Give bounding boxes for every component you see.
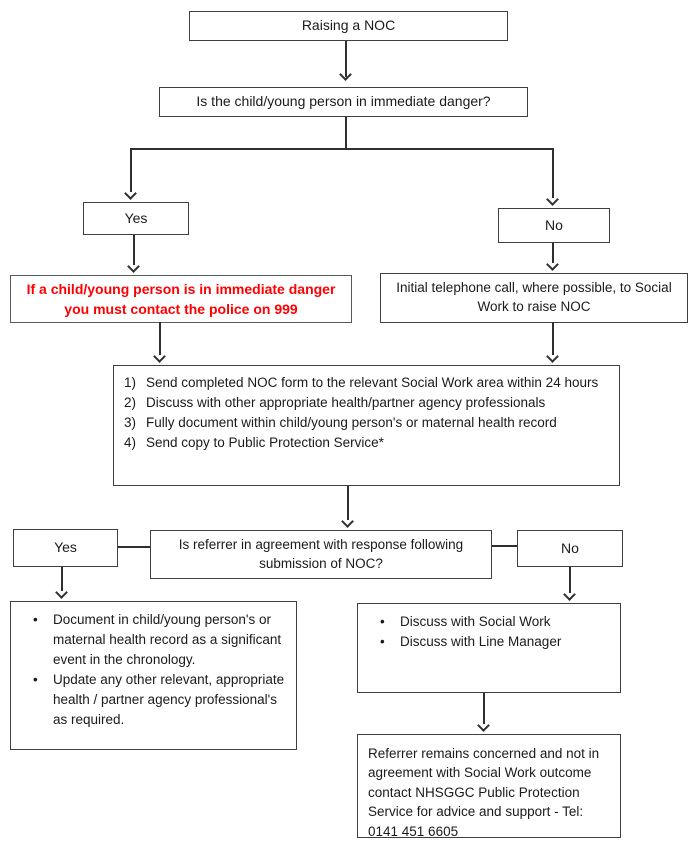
list-number: 1)	[124, 375, 137, 390]
no-agreement-label: No	[561, 539, 579, 556]
node-agreement-no-actions: • Discuss with Social Work • Discuss with L…	[357, 603, 621, 693]
connector-line	[345, 41, 347, 77]
connector-line	[345, 117, 347, 149]
connector-line	[552, 148, 554, 198]
connector-line	[483, 693, 485, 724]
node-yes-immediate: Yes	[83, 202, 189, 235]
list-item: • Document in child/young person's or mat…	[27, 610, 288, 670]
connector-line	[569, 567, 571, 593]
yes-immediate-label: Yes	[124, 209, 148, 226]
node-raising-noc: Raising a NOC	[189, 11, 508, 41]
bullet-icon: •	[33, 612, 38, 627]
node-agreement-yes-actions: • Document in child/young person's or mat…	[10, 601, 297, 750]
list-item: 3) Fully document within child/young pers…	[124, 413, 609, 433]
agreement-question-label: Is referrer in agreement with response f…	[178, 536, 464, 571]
list-item: • Discuss with Social Work	[374, 612, 612, 632]
bullet-icon: •	[33, 671, 38, 687]
arrowhead-down-icon	[124, 187, 137, 200]
node-initial-call: Initial telephone call, where possible, …	[380, 273, 688, 323]
list-item-label: Document in child/young person's or mate…	[53, 612, 282, 667]
connector-line	[131, 148, 554, 150]
node-agreement-question: Is referrer in agreement with response f…	[150, 530, 492, 579]
node-police-warning: If a child/young person is in immediate …	[10, 275, 352, 323]
escalation-label: Referrer remains concerned and not in ag…	[368, 746, 600, 839]
connector-line	[347, 486, 349, 520]
list-item: 4) Send copy to Public Protection Service…	[124, 433, 609, 453]
connector-line	[552, 243, 554, 263]
bullet-icon: •	[380, 633, 385, 649]
node-no-agreement: No	[517, 530, 623, 567]
list-item: • Update any other relevant, appropriate …	[27, 670, 288, 730]
connector-line	[492, 545, 517, 547]
list-item-label: Discuss with other appropriate health/pa…	[146, 394, 546, 410]
connector-line	[61, 567, 63, 591]
node-raising-noc-label: Raising a NOC	[301, 17, 396, 34]
arrowhead-down-icon	[546, 258, 559, 271]
connector-line	[130, 148, 132, 192]
list-item-label: Discuss with Line Manager	[400, 633, 562, 649]
list-item: • Discuss with Line Manager	[374, 632, 612, 652]
arrowhead-down-icon	[563, 588, 576, 601]
list-item: 1) Send completed NOC form to the relevan…	[124, 373, 609, 393]
police-warning-label: If a child/young person is in immediate …	[26, 280, 336, 317]
arrowhead-down-icon	[153, 350, 166, 363]
node-noc-actions: 1) Send completed NOC form to the relevan…	[113, 365, 620, 486]
node-immediate-danger-question: Is the child/young person in immediate d…	[159, 87, 528, 117]
arrowhead-down-icon	[127, 260, 140, 273]
arrowhead-down-icon	[477, 719, 490, 732]
connector-line	[552, 322, 554, 355]
arrowhead-down-icon	[339, 68, 352, 81]
arrowhead-down-icon	[55, 586, 68, 599]
bullet-icon: •	[380, 614, 385, 629]
list-item: 2) Discuss with other appropriate health/…	[124, 393, 609, 413]
node-escalation: Referrer remains concerned and not in ag…	[357, 734, 621, 839]
yes-agreement-label: Yes	[54, 539, 77, 556]
node-yes-agreement: Yes	[13, 529, 118, 567]
node-no-immediate: No	[498, 208, 610, 243]
list-item-label: Send completed NOC form to the relevant …	[146, 375, 599, 390]
list-number: 3)	[124, 414, 137, 430]
list-number: 4)	[124, 434, 137, 450]
arrowhead-down-icon	[546, 350, 559, 363]
list-item-label: Fully document within child/young person…	[146, 414, 557, 430]
connector-line	[133, 235, 135, 265]
connector-line	[159, 322, 161, 355]
list-item-label: Discuss with Social Work	[400, 614, 551, 629]
connector-line	[118, 546, 150, 548]
list-number: 2)	[124, 394, 137, 410]
initial-call-label: Initial telephone call, where possible, …	[396, 280, 672, 314]
arrowhead-down-icon	[341, 515, 354, 528]
arrowhead-down-icon	[546, 193, 559, 206]
immediate-danger-question-label: Is the child/young person in immediate d…	[196, 93, 491, 110]
list-item-label: Send copy to Public Protection Service*	[146, 434, 384, 450]
no-immediate-label: No	[545, 216, 563, 233]
list-item-label: Update any other relevant, appropriate h…	[53, 671, 285, 727]
